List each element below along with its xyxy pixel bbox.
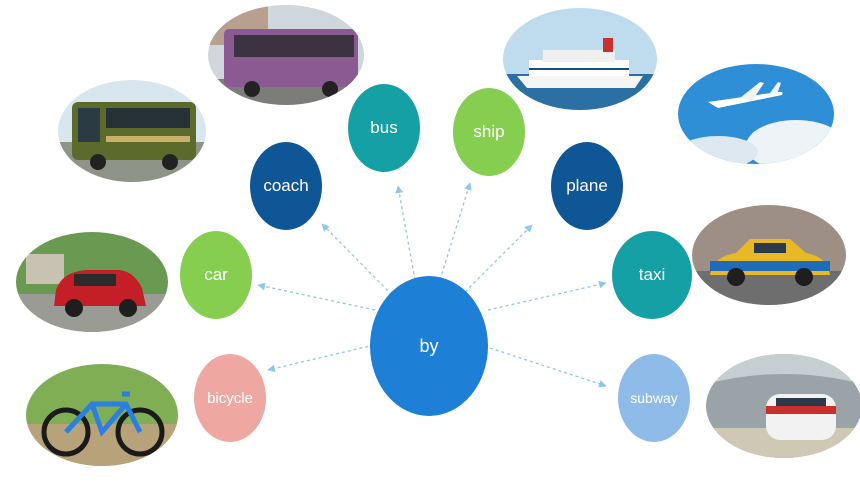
arrow-to-bicycle: [267, 344, 375, 373]
arrow-to-plane: [464, 224, 533, 293]
arrow-to-car: [257, 282, 376, 311]
node-ship: ship: [453, 88, 525, 176]
arrow-to-subway: [489, 347, 607, 388]
coach-photo: [58, 80, 206, 182]
node-taxi: taxi: [612, 231, 692, 319]
subway-photo: [706, 354, 860, 458]
node-label-subway: subway: [630, 390, 678, 406]
node-label-coach: coach: [263, 176, 309, 195]
node-plane: plane: [551, 142, 623, 230]
node-bus: bus: [348, 84, 420, 172]
hub-label: by: [419, 335, 439, 356]
plane-photo: [678, 64, 834, 164]
arrow-to-taxi: [487, 280, 607, 311]
node-bicycle: bicycle: [194, 354, 266, 442]
taxi-photo: [692, 205, 846, 305]
arrow-to-ship: [439, 182, 472, 281]
node-label-bus: bus: [370, 118, 398, 137]
node-label-ship: ship: [473, 122, 505, 141]
node-label-bicycle: bicycle: [207, 389, 253, 407]
arrow-to-bus: [395, 185, 416, 281]
ship-photo: [503, 8, 657, 110]
arrow-to-coach: [321, 223, 393, 296]
node-label-plane: plane: [566, 176, 608, 195]
node-label-taxi: taxi: [638, 265, 666, 284]
node-label-car: car: [204, 265, 228, 284]
bicycle-photo: [26, 364, 178, 466]
hub-node: by: [370, 276, 488, 416]
node-car: car: [180, 231, 252, 319]
node-subway: subway: [618, 354, 690, 442]
car-photo: [16, 232, 168, 332]
node-coach: coach: [250, 142, 322, 230]
bus-photo: [208, 5, 364, 105]
